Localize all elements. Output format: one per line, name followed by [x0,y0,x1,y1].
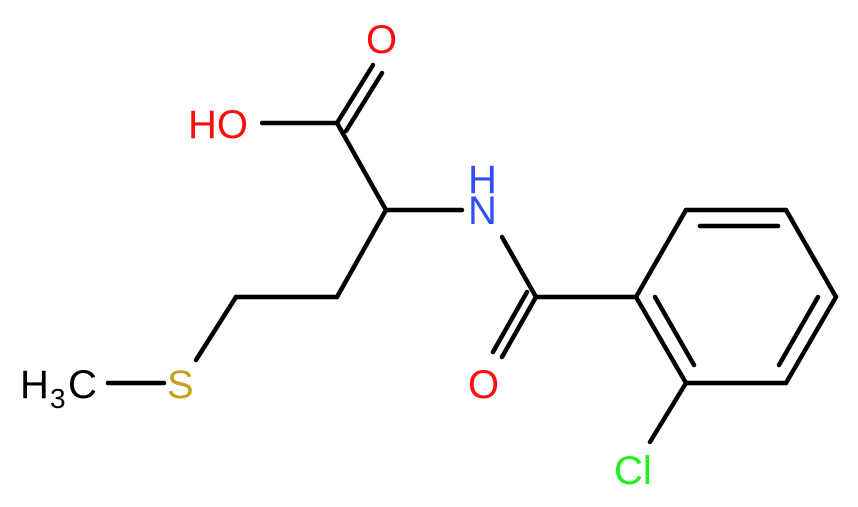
ring-bond-3 [783,207,839,300]
amide-nh-hydrogen-label: H [468,158,497,202]
bond-gamma-sulfur [193,294,239,363]
bond-nitrogen-amide-carbon [499,234,539,300]
methyl-hydrogen-label: H [20,363,49,407]
ring-bond-6 [633,294,689,386]
amide-carbonyl-oxygen-label: O [468,363,499,407]
atom-labels: HO O H N O S H 3 C Cl [20,18,652,493]
bond-acid-carbonyl-2 [343,70,385,134]
methyl-carbon-label: C [68,363,97,407]
amide-nitrogen-label: N [468,189,497,233]
methyl-subscript-label: 3 [50,383,66,414]
acid-carbonyl-oxygen-label: O [366,18,397,62]
bond-alpha-beta [334,207,389,300]
bond-amide-carbonyl-1 [499,294,539,360]
bond-carboxyl-alpha [334,120,389,213]
ring-bond-1 [633,207,689,300]
ring-inner-bond-2 [776,294,821,368]
bond-amide-carbonyl-2 [490,289,530,355]
sulfur-label: S [167,363,194,407]
hydroxyl-label: HO [188,103,248,147]
bonds [105,62,839,445]
bond-ring-chlorine [647,380,689,445]
ring-bond-4 [783,294,839,386]
ring-inner-bond-3 [652,294,697,368]
bond-acid-carbonyl-1 [334,62,376,126]
chlorine-label: Cl [614,449,652,493]
